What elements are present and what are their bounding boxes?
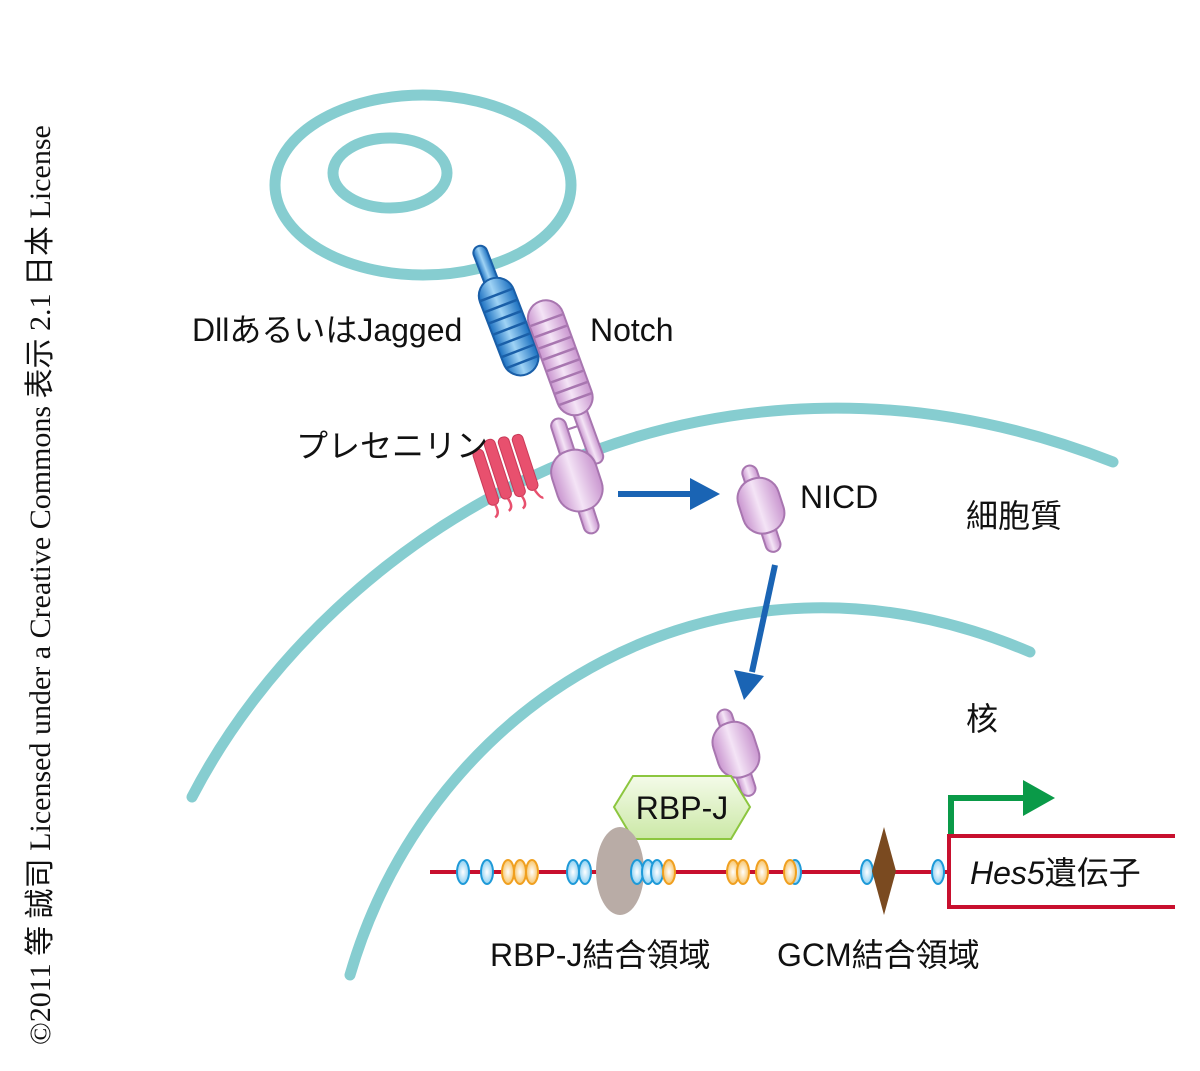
binding-sites (456, 859, 802, 885)
dna-binding-protein (596, 827, 644, 915)
ligand-protein (472, 244, 540, 377)
rbpj-label: RBP-J (636, 790, 728, 826)
gcm-binding-region-label: GCM結合領域 (777, 937, 980, 973)
cell-membrane (186, 402, 1119, 803)
nicd-label: NICD (800, 479, 878, 515)
notch-label: Notch (590, 312, 674, 348)
sending-cell-membrane (269, 89, 577, 281)
nicd-protein (736, 464, 786, 553)
nuclear-membrane (344, 602, 1036, 981)
transcription-start-arrow (948, 780, 1055, 836)
binding-sites-right (630, 859, 945, 885)
gcm-protein (872, 827, 896, 915)
copyright-text: ©2011 等 誠司 Licensed under a Creative Com… (24, 125, 57, 1045)
sending-cell-nucleus (327, 132, 453, 214)
rbpj-protein: RBP-J (612, 775, 752, 840)
presenilin-protein (472, 433, 544, 519)
hes5-gene-box (947, 834, 1175, 909)
gene-suffix: 遺伝子 (1045, 855, 1141, 891)
gene-name: Hes5 (970, 855, 1045, 891)
hes5-gene-label: Hes5遺伝子 (970, 855, 1141, 891)
cleavage-arrow (618, 478, 720, 510)
cytoplasm-label: 細胞質 (966, 498, 1062, 534)
notch-receptor (526, 299, 605, 535)
ligand-label: DllあるいはJagged (192, 312, 462, 348)
presenilin-label: プレセニリン (296, 428, 488, 464)
translocation-arrow (734, 564, 778, 700)
nuclear-nicd-protein (711, 708, 761, 797)
nucleus-label: 核 (966, 701, 998, 737)
rbpj-binding-region-label: RBP-J結合領域 (490, 937, 710, 973)
